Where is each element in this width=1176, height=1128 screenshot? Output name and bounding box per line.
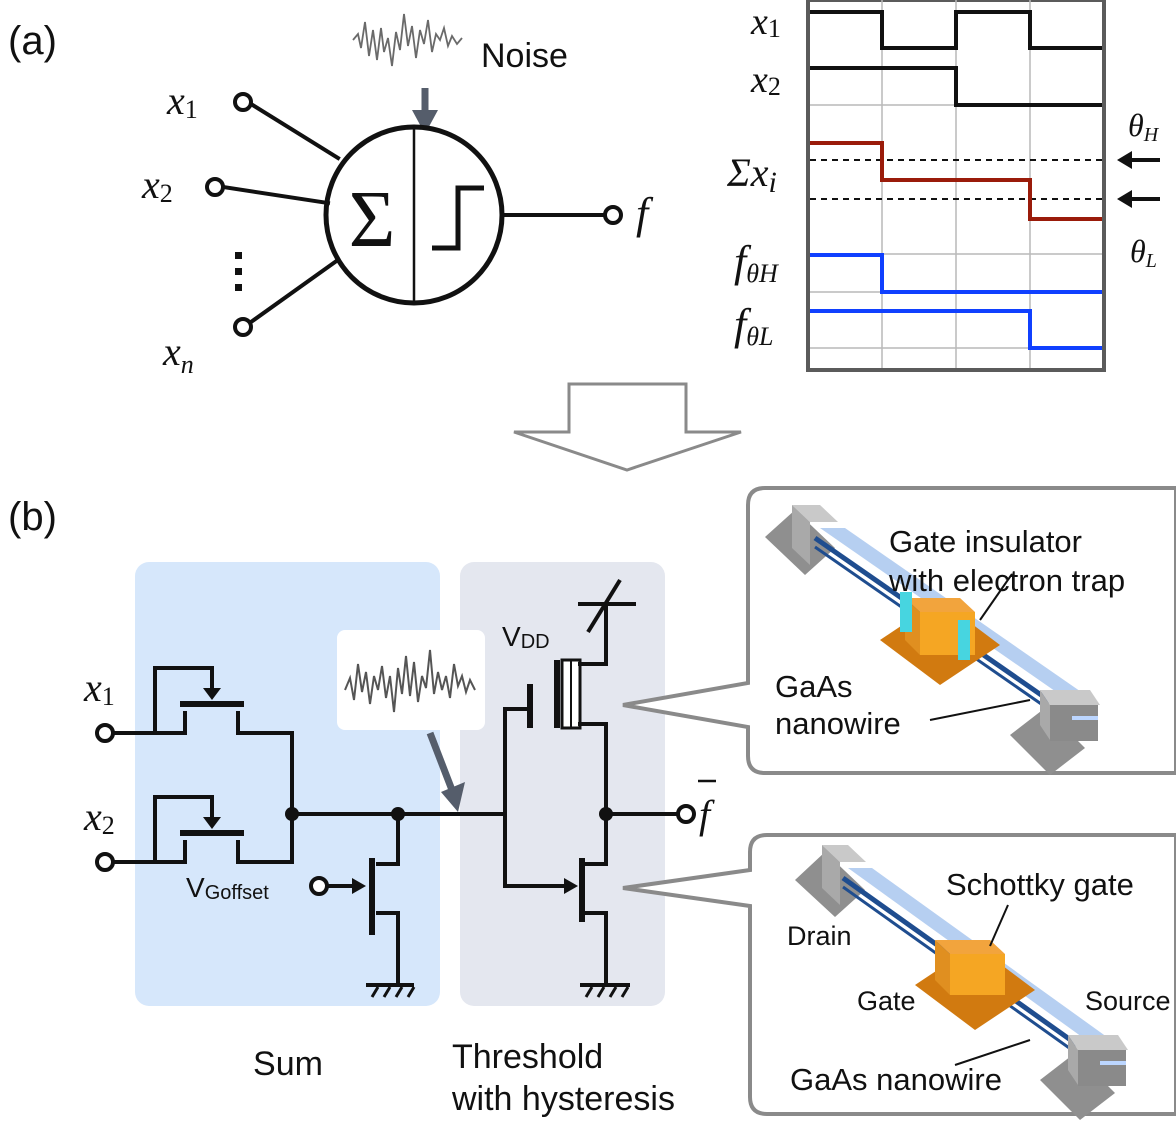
timing-sum-label: Σxi [726, 150, 777, 199]
threshold-region [460, 562, 665, 1006]
xn-terminal [233, 317, 253, 337]
circuit-x2-label: x2 [83, 794, 115, 840]
gate-insulator-label-line2: with electron trap [888, 563, 1125, 598]
x1-transistor [95, 666, 294, 842]
timing-x1-label: x1 [750, 1, 781, 43]
gaas-label-line2: nanowire [775, 706, 901, 741]
timing-fh-label: fθH [734, 237, 779, 288]
gate-insulator-label-line1: Gate insulator [889, 524, 1082, 559]
x2-waveform [810, 66, 1102, 107]
noise-waveform-icon [352, 13, 463, 67]
circuit-noise-icon [344, 649, 476, 713]
drain-label: Drain [787, 921, 852, 951]
panel-a: (a) Noise Σ x1 x2 xn f [8, 13, 654, 379]
gaas-label-line1: GaAs [775, 669, 853, 704]
output-terminal [603, 205, 623, 225]
output-f-label: f [636, 189, 654, 238]
timing-fl-label: fθL [734, 300, 773, 351]
source-label: Source [1085, 986, 1171, 1016]
transition-arrow [513, 382, 742, 472]
fbar-label: f [699, 792, 715, 837]
threshold-label-line1: Threshold [452, 1038, 603, 1076]
panel-b: (b) x1 [8, 495, 716, 1118]
threshold-label-line2: with hysteresis [451, 1080, 675, 1118]
x1-waveform [810, 10, 1102, 50]
circuit-x1-label: x1 [83, 665, 115, 711]
x1-connection [248, 101, 341, 161]
sum-symbol: Σ [349, 176, 396, 264]
sum-region [135, 562, 440, 1006]
input-x1-label: x1 [166, 78, 198, 124]
schottky-gate-label: Schottky gate [946, 867, 1134, 902]
inset-bottom-callout [622, 833, 1176, 1116]
sum-region-label: Sum [253, 1045, 323, 1083]
panel-b-label: (b) [8, 495, 57, 539]
inset-schottky-device: Schottky gate Drain Gate Source GaAs nan… [622, 833, 1176, 1120]
panel-a-label: (a) [8, 19, 57, 63]
noise-arrow-head [412, 110, 438, 134]
f-theta-l-waveform [810, 309, 1102, 350]
x2-transistor [95, 795, 294, 872]
xn-connection [248, 259, 338, 325]
timing-x2-label: x2 [750, 59, 781, 101]
gaas-nanowire-label: GaAs nanowire [790, 1062, 1002, 1097]
circuit-noise-arrow-head [441, 782, 465, 812]
gate-label: Gate [857, 986, 916, 1016]
fbar-terminal [676, 804, 696, 824]
theta-h-label: θH [1128, 107, 1160, 146]
x2-terminal [205, 177, 225, 197]
inset-hysteresis-device: Gate insulator with electron trap GaAs n… [622, 486, 1176, 775]
offset-transistor [309, 812, 416, 998]
theta-l-label: θL [1130, 233, 1157, 272]
input-x2-label: x2 [141, 162, 173, 208]
timing-diagram: x1 x2 Σxi fθH fθL θH θL [726, 0, 1160, 372]
vdd-label: VDD [502, 621, 550, 653]
theta-l-arrow-head [1117, 190, 1132, 208]
input-xn-label: xn [162, 329, 194, 379]
hysteresis-transistor [503, 578, 636, 888]
f-theta-h-waveform [810, 253, 1102, 294]
x2-connection [220, 184, 331, 206]
input-ellipsis [235, 252, 242, 291]
vgoffset-label: VGoffset [186, 872, 269, 904]
sum-node-dot [285, 807, 299, 821]
noise-label: Noise [481, 37, 568, 75]
theta-h-arrow-head [1117, 151, 1132, 169]
step-function-icon [432, 185, 484, 251]
x1-terminal [233, 92, 253, 112]
sum-waveform [810, 141, 1102, 221]
schottky-transistor [503, 812, 630, 998]
circuit-noise-arrow [426, 731, 456, 792]
